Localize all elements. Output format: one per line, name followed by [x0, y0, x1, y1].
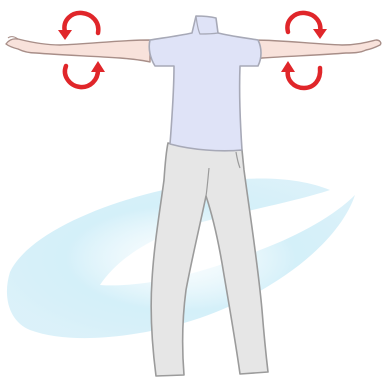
- right-arm: [250, 40, 381, 62]
- circular-arrow-right-upper-icon: [287, 13, 327, 39]
- left-arm: [6, 37, 150, 62]
- circular-arrow-right-lower-icon: [281, 61, 320, 88]
- shirt: [149, 16, 261, 151]
- pants: [151, 143, 268, 376]
- circular-arrow-left-lower-icon: [65, 61, 105, 87]
- circular-arrow-left-upper-icon: [58, 13, 105, 40]
